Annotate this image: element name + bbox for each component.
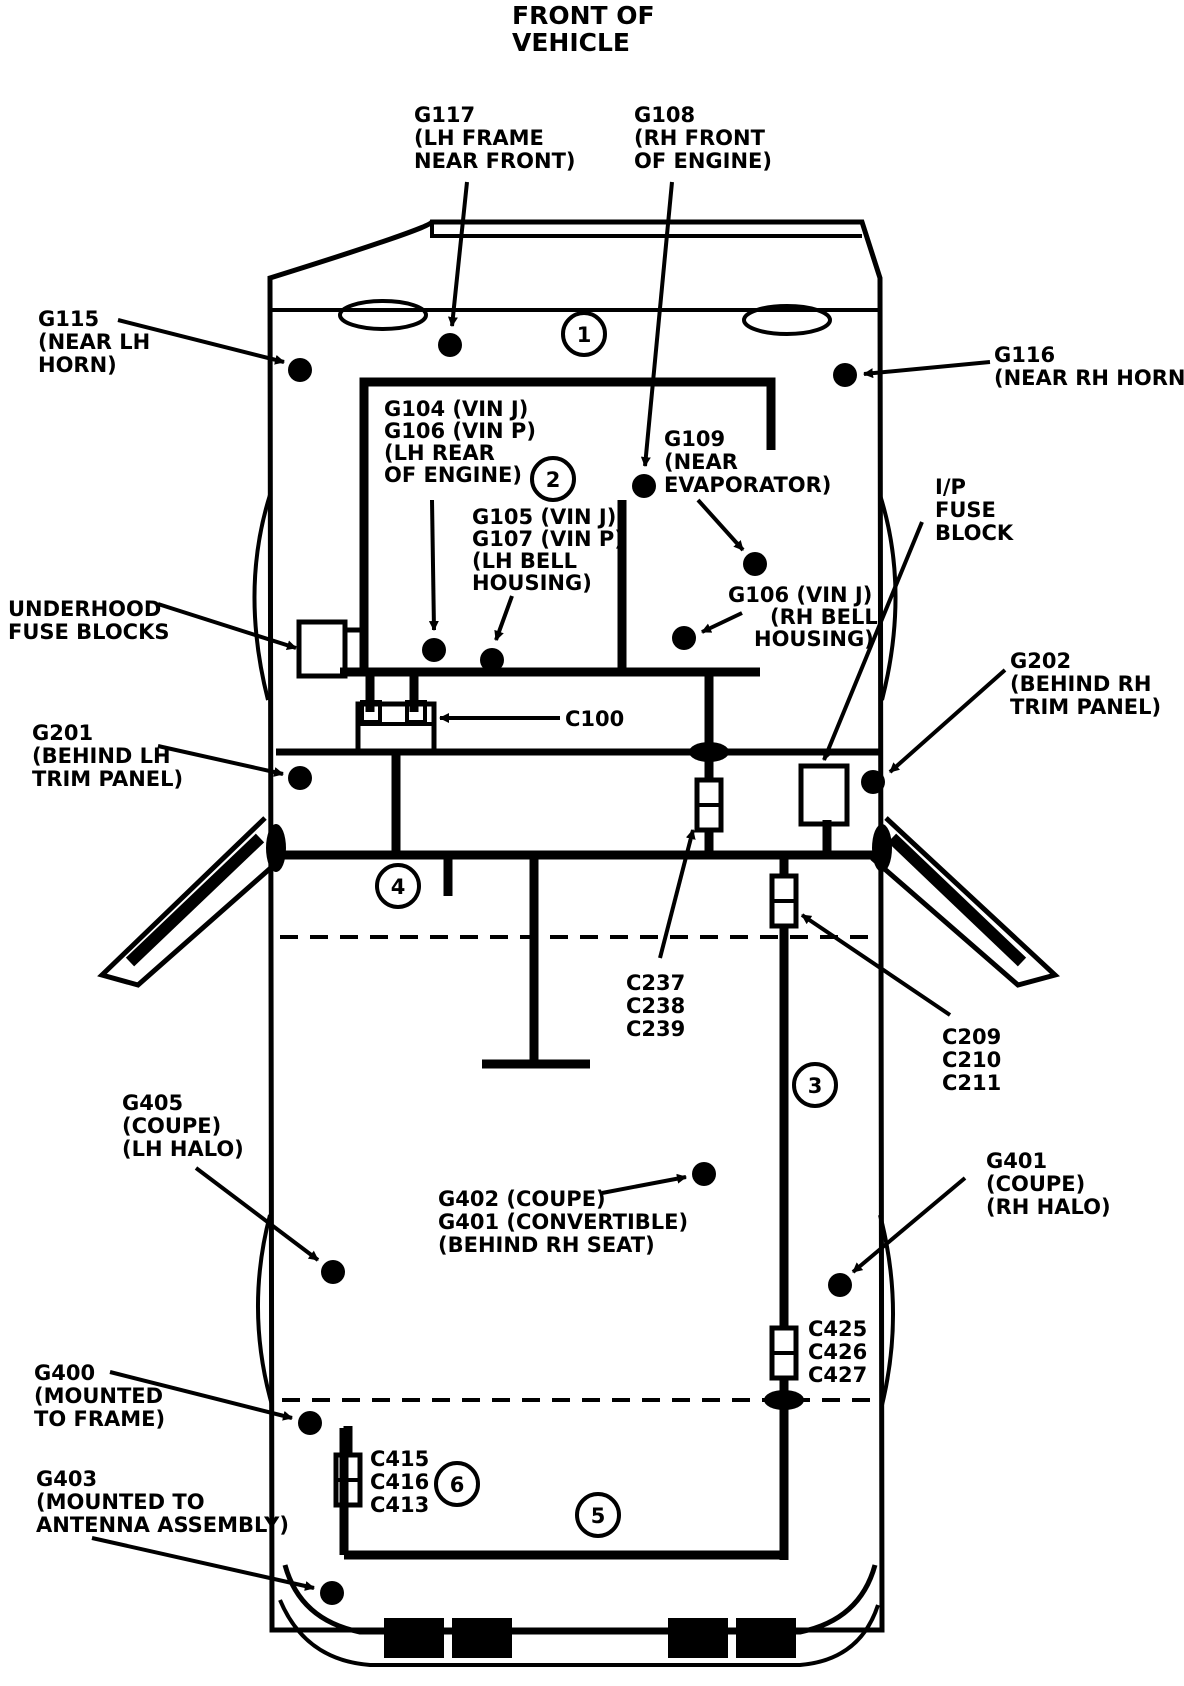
rh-headlamp (742, 304, 832, 336)
label-g116: G116 (NEAR RH HORN) (994, 343, 1184, 390)
label-g402: G402 (COUPE) G401 (CONVERTIBLE) (BEHIND … (438, 1187, 695, 1257)
rh-door (870, 816, 1061, 988)
ground-point-g403 (320, 1581, 344, 1605)
ground-point-g202 (861, 770, 885, 794)
wiring-harness (276, 377, 882, 1560)
lh-door (97, 816, 284, 988)
c100-connector (355, 701, 437, 755)
label-g105: G105 (VIN J) G107 (VIN P) (LH BELL HOUSI… (472, 505, 631, 595)
ground-point-g201 (288, 766, 312, 790)
label-c415: C415 C416 C413 (370, 1447, 437, 1517)
ground-point-g405 (321, 1260, 345, 1284)
rear-bumper-block (736, 1618, 796, 1658)
zone-1: 1 (577, 323, 592, 347)
ip-fuse-block (798, 763, 850, 827)
label-g201: G201 (BEHIND LH TRIM PANEL) (32, 721, 183, 791)
ground-point-g108 (632, 474, 656, 498)
zone-callouts: 1 2 3 4 5 6 (375, 311, 838, 1538)
underhood-fuse-block (296, 619, 348, 679)
label-ip-fuse-block: I/P FUSE BLOCK (935, 475, 1014, 545)
ground-point-g104 (422, 638, 446, 662)
ground-point-g109 (743, 552, 767, 576)
ground-point-g116 (833, 363, 857, 387)
splice (764, 1390, 804, 1410)
vehicle-outline (97, 219, 1061, 1667)
zone-2: 2 (546, 468, 561, 492)
label-g109: G109 (NEAR EVAPORATOR) (664, 427, 831, 497)
underhood-fuse-block (342, 627, 369, 673)
rear-bumper-block (668, 1618, 728, 1658)
label-g401-rh-halo: G401 (COUPE) (RH HALO) (986, 1149, 1111, 1219)
label-c237: C237 C238 C239 (626, 971, 693, 1041)
lh-headlamp (338, 299, 428, 331)
diagram-title: FRONT OF VEHICLE (512, 1, 663, 57)
ground-point-g115 (288, 358, 312, 382)
ground-point-g400 (298, 1411, 322, 1435)
rear-bumper-block (384, 1618, 444, 1658)
label-g104: G104 (VIN J) G106 (VIN P) (LH REAR OF EN… (384, 397, 543, 487)
label-g106-vin-j: G106 (VIN J) (RH BELL HOUSING) (728, 583, 885, 651)
ground-point-g117 (438, 333, 462, 357)
zone-4: 4 (391, 875, 406, 899)
label-g115: G115 (NEAR LH HORN) (38, 307, 158, 377)
label-c425: C425 C426 C427 (808, 1317, 875, 1387)
leader-arrows (91, 181, 1007, 1591)
label-g117: G117 (LH FRAME NEAR FRONT) (414, 103, 576, 173)
splice (689, 742, 729, 762)
label-g108: G108 (RH FRONT OF ENGINE) (634, 103, 772, 173)
ground-point-g402 (692, 1162, 716, 1186)
label-g202: G202 (BEHIND RH TRIM PANEL) (1010, 649, 1161, 719)
label-c209: C209 C210 C211 (942, 1025, 1009, 1095)
zone-6: 6 (450, 1473, 465, 1497)
label-c100: C100 (565, 707, 624, 731)
ground-point-g106j (672, 626, 696, 650)
zone-5: 5 (591, 1504, 606, 1528)
label-underhood-fuse-blocks: UNDERHOOD FUSE BLOCKS (8, 597, 169, 644)
label-g405: G405 (COUPE) (LH HALO) (122, 1091, 244, 1161)
components (296, 619, 850, 1508)
label-g403: G403 (MOUNTED TO ANTENNA ASSEMBLY) (36, 1467, 289, 1537)
ground-point-g401r (828, 1273, 852, 1297)
label-g400: G400 (MOUNTED TO FRAME) (34, 1361, 170, 1431)
zone-3: 3 (808, 1074, 823, 1098)
rear-bumper-block (452, 1618, 512, 1658)
ground-point-g105 (480, 648, 504, 672)
ground-points (288, 333, 885, 1605)
